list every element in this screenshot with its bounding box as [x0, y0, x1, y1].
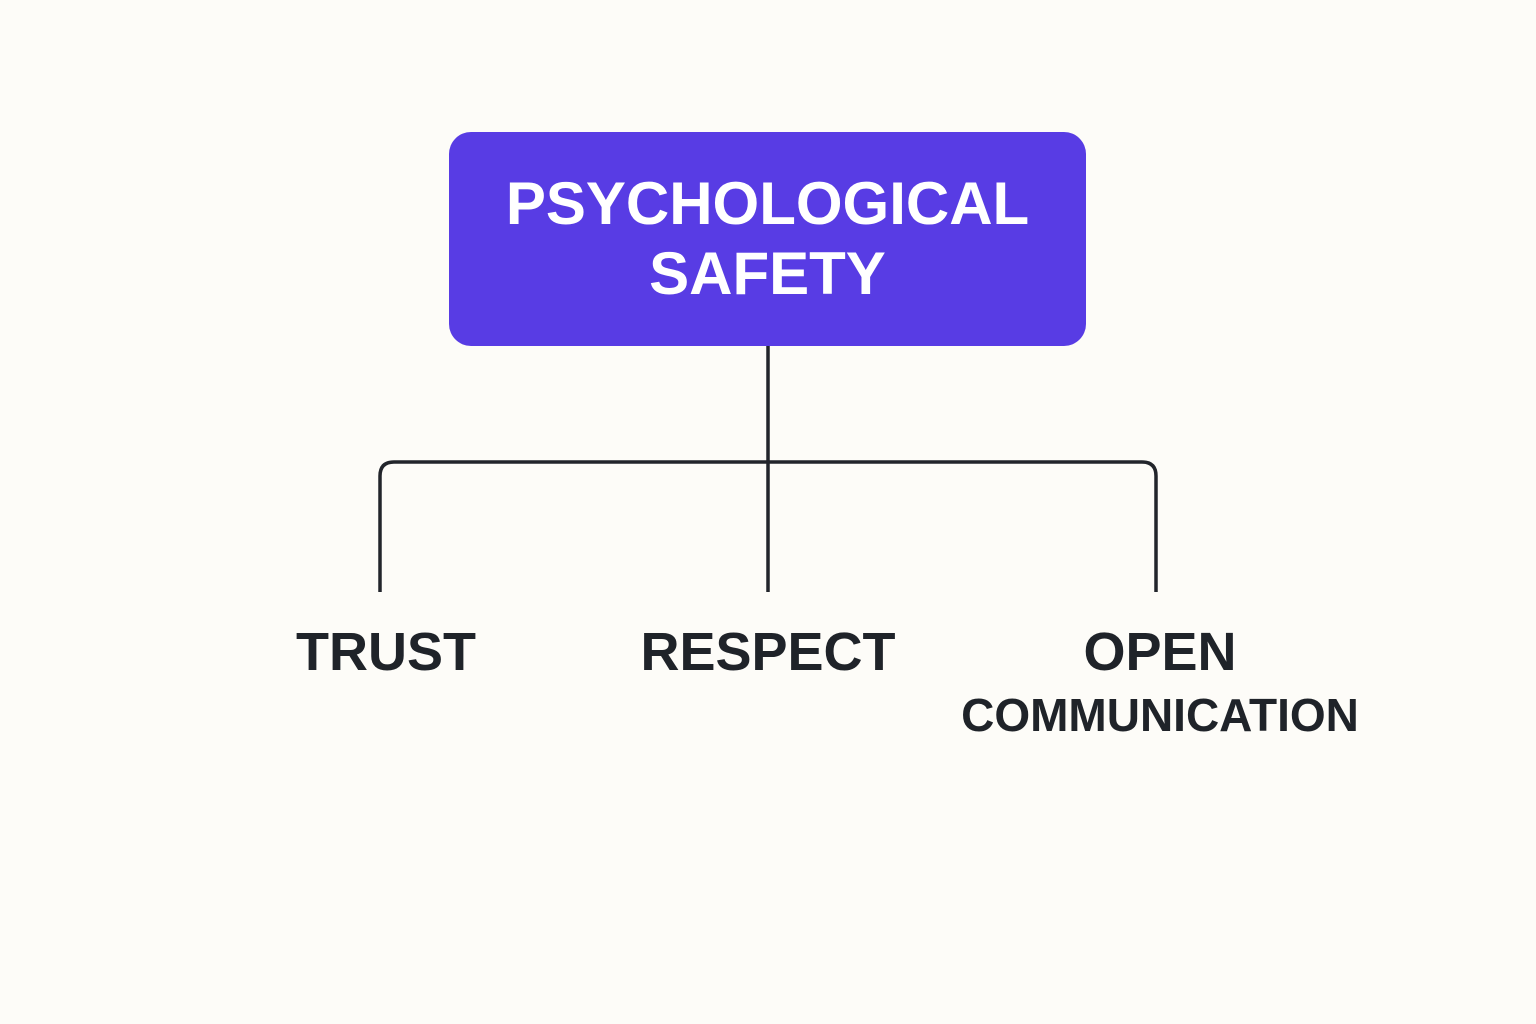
child-node-open-line1: OPEN — [1083, 622, 1237, 682]
root-label-line1: PSYCHOLOGICAL — [505, 170, 1030, 237]
child-node-respect: RESPECT — [640, 622, 896, 682]
child-node-open-line2: COMMUNICATION — [961, 689, 1359, 741]
root-label-line2: SAFETY — [649, 240, 886, 307]
child-node-open-communication: OPEN COMMUNICATION — [920, 620, 1400, 746]
child-node-trust: TRUST — [296, 622, 476, 682]
